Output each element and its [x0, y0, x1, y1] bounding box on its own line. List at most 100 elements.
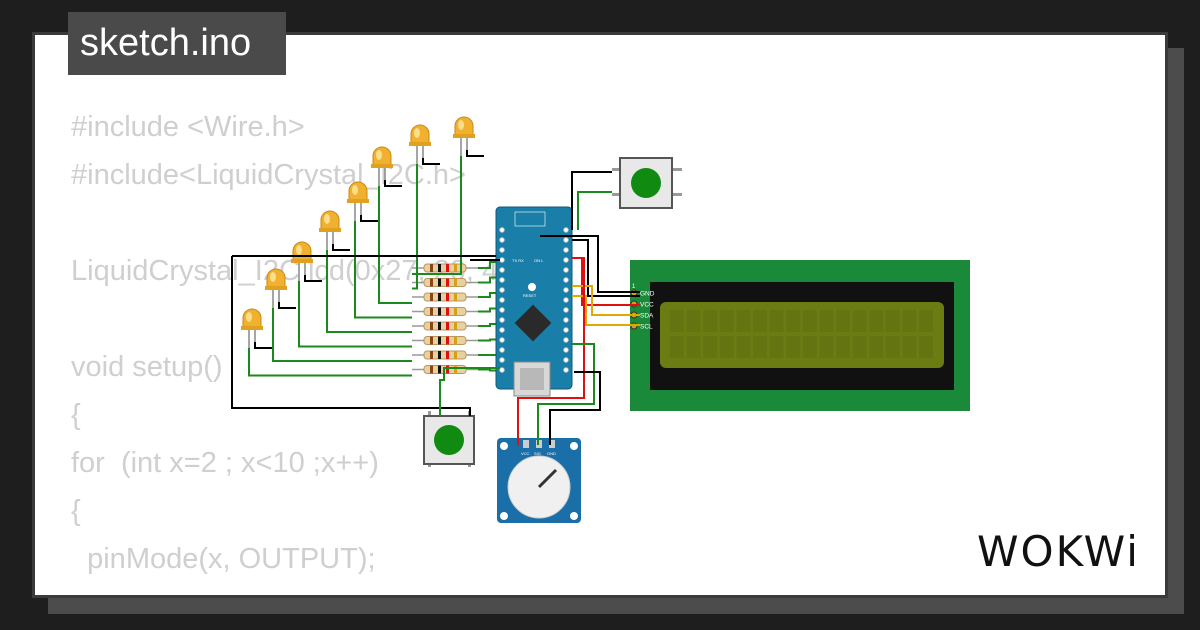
lcd-cell [919, 336, 933, 358]
lcd-cell [753, 310, 767, 332]
button-cap [631, 168, 661, 198]
header-pin [499, 297, 505, 303]
lcd-cell [736, 310, 751, 332]
lcd-screen [660, 302, 944, 368]
header-pin [499, 367, 505, 373]
lcd-cell [802, 310, 817, 332]
header-pin [499, 347, 505, 353]
wire [298, 281, 412, 348]
lcd-pin-label: SDA [640, 313, 654, 320]
button-cap [434, 425, 464, 455]
wiring [231, 171, 640, 445]
wire [254, 342, 272, 349]
wire [478, 307, 500, 313]
wire [304, 275, 322, 282]
wire [478, 292, 500, 298]
pot-pin-label: SIG [534, 451, 541, 456]
lcd-pin-label: SCL [640, 324, 653, 331]
led [347, 181, 369, 221]
header-pin [563, 317, 569, 323]
lcd-cell [802, 336, 817, 358]
led [409, 124, 431, 164]
resistor [412, 350, 478, 360]
header-pin [563, 227, 569, 233]
header-pin [563, 237, 569, 243]
pot-pin-label: GND [547, 451, 556, 456]
lcd-cell [686, 310, 701, 332]
header-pin [563, 307, 569, 313]
lcd-cell [753, 336, 767, 358]
header-pin [563, 337, 569, 343]
wire [360, 215, 378, 222]
lcd-cell [769, 336, 784, 358]
led [291, 241, 313, 281]
lcd-cell [703, 336, 718, 358]
lcd-cell [902, 336, 917, 358]
resistor [412, 263, 478, 273]
lcd-cell [836, 310, 850, 332]
wire [422, 158, 440, 165]
pushbutton-bottom[interactable] [423, 411, 475, 467]
lcd-pin-header: 1 [632, 284, 636, 290]
header-pin [499, 257, 505, 263]
wire [478, 323, 500, 327]
lcd-cell [703, 310, 718, 332]
wire [466, 150, 484, 157]
wire [478, 338, 500, 342]
lcd-cell [852, 336, 867, 358]
pot-pin [523, 440, 529, 448]
lcd-cell [919, 310, 933, 332]
pot-pin [549, 440, 555, 448]
header-pin [499, 227, 505, 233]
led [265, 268, 287, 308]
lcd-cell [885, 310, 900, 332]
wire [412, 164, 418, 290]
lcd-cell [819, 310, 834, 332]
wire [478, 261, 500, 269]
wire [378, 186, 412, 304]
reset-label: RESET [523, 293, 537, 298]
header-pin [499, 357, 505, 363]
header-pin [499, 307, 505, 313]
wire [384, 180, 402, 187]
code-line: #include <Wire.h> [71, 111, 305, 143]
wire [278, 302, 296, 309]
lcd-cell [670, 336, 684, 358]
wire [272, 308, 412, 362]
pushbutton-top[interactable] [612, 157, 682, 209]
led [319, 210, 341, 250]
resistor [412, 321, 478, 331]
arduino-nano[interactable]: RESET TX RX ON L [495, 206, 573, 397]
lcd-cell [836, 336, 850, 358]
lcd-cell [869, 310, 884, 332]
lcd-cell [769, 310, 784, 332]
header-pin [499, 247, 505, 253]
wire-group [248, 150, 500, 377]
header-pin [499, 267, 505, 273]
lcd-cell [686, 336, 701, 358]
led [453, 116, 475, 156]
filename-badge[interactable]: sketch.ino [68, 12, 286, 75]
onl-label: ON L [534, 258, 544, 263]
code-line: void setup() [71, 351, 223, 383]
code-line: pinMode(x, OUTPUT); [71, 543, 376, 575]
header-pin [563, 297, 569, 303]
lcd-cell [819, 336, 834, 358]
wokwi-wordmark: WOKWi [977, 527, 1140, 576]
wokwi-logo[interactable]: WOKWi [975, 522, 1155, 582]
header-pin [499, 327, 505, 333]
code-line: { [71, 495, 81, 527]
code-line: { [71, 399, 81, 431]
resistor [412, 307, 478, 316]
lcd-cell [902, 310, 917, 332]
led [241, 308, 263, 348]
lcd-cell [719, 336, 734, 358]
code-line: } [71, 591, 81, 595]
header-pin [563, 257, 569, 263]
wire [478, 276, 500, 284]
lcd-cell [869, 336, 884, 358]
lcd-pin-label: VCC [640, 302, 654, 309]
